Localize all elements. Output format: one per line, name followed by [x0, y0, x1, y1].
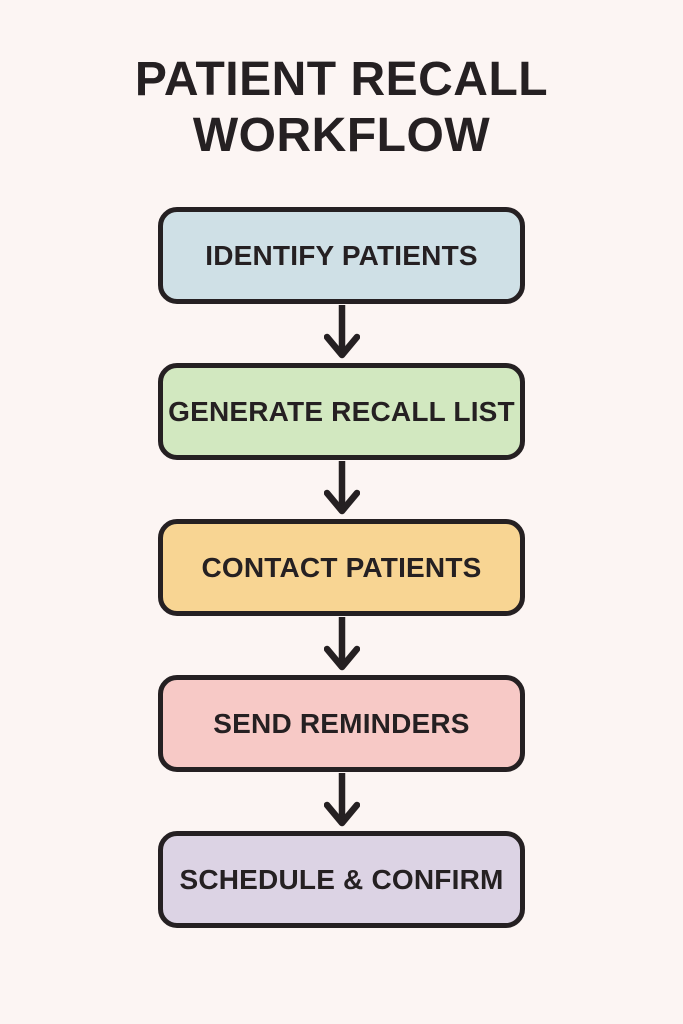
step-label: GENERATE RECALL LIST: [168, 395, 515, 427]
step-identify-patients: IDENTIFY PATIENTS: [158, 207, 525, 305]
step-generate-recall-list: GENERATE RECALL LIST: [158, 363, 525, 461]
step-label: CONTACT PATIENTS: [201, 551, 482, 583]
step-contact-patients: CONTACT PATIENTS: [158, 519, 525, 617]
step-label: IDENTIFY PATIENTS: [205, 239, 478, 271]
arrow-down-icon: [323, 305, 360, 359]
step-label: SEND REMINDERS: [213, 707, 470, 739]
title-line-1: PATIENT RECALL: [134, 53, 549, 106]
workflow-diagram: IDENTIFY PATIENTS GENERATE RECALL LIST C…: [0, 207, 683, 929]
step-send-reminders: SEND REMINDERS: [158, 675, 525, 773]
step-schedule-confirm: SCHEDULE & CONFIRM: [158, 831, 525, 929]
arrow-down-icon: [323, 617, 360, 671]
arrow-down-icon: [323, 773, 360, 827]
arrow-down-icon: [323, 461, 360, 515]
title-line-2: WORKFLOW: [192, 108, 491, 162]
page-title: PATIENT RECALL WORKFLOW: [0, 52, 683, 163]
step-label: SCHEDULE & CONFIRM: [179, 863, 504, 895]
